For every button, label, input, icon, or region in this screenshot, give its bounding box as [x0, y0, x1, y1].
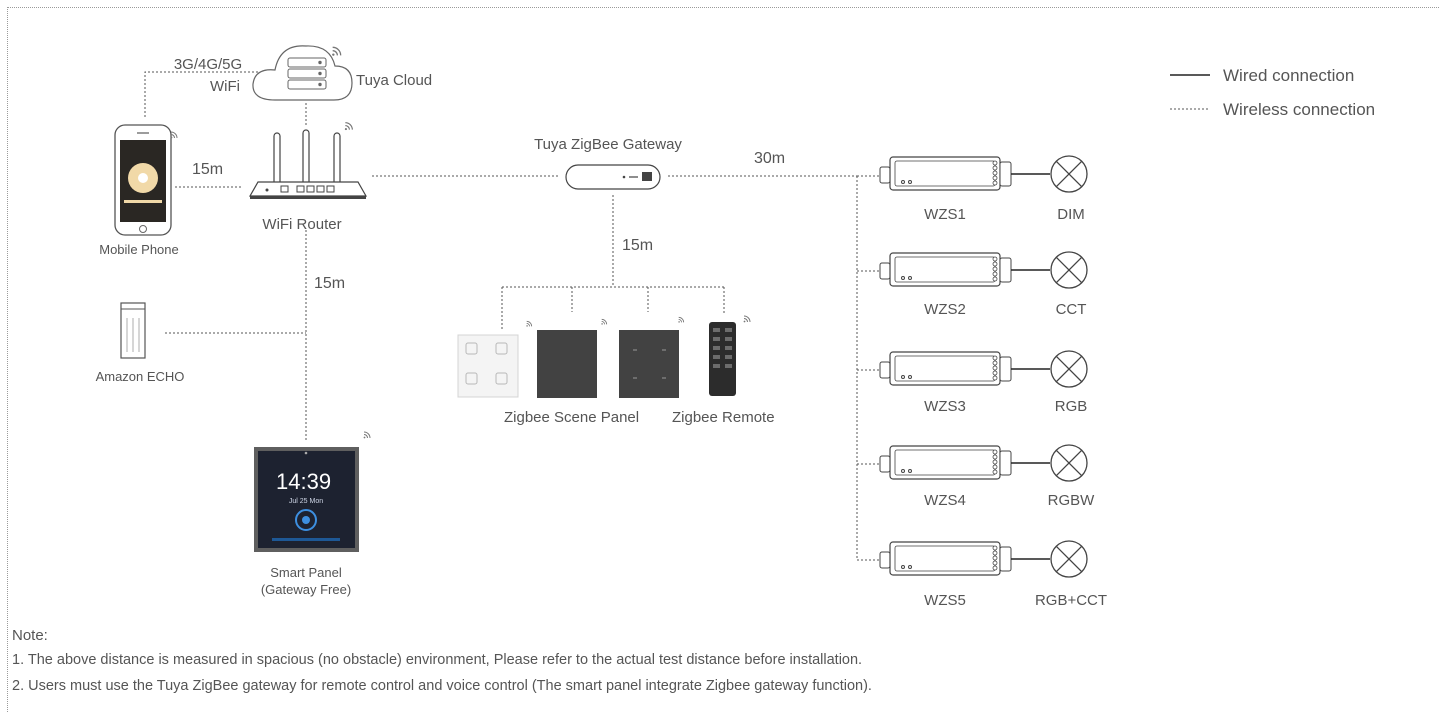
bulb-icon [1050, 444, 1088, 482]
scene-panel-dark [525, 320, 597, 398]
note-item-2: 2. Users must use the Tuya ZigBee gatewa… [12, 678, 872, 694]
link-gateway-controllers [668, 175, 880, 561]
legend-wireless-label: Wireless connection [1223, 100, 1376, 119]
phone-home-button [139, 225, 147, 233]
light-type: RGB+CCT [1034, 592, 1108, 609]
controller-wzs1 [879, 156, 1050, 191]
link-gateway-panels [501, 195, 725, 330]
distance-gateway-controllers: 30m [754, 150, 786, 167]
wifi-router [248, 122, 368, 199]
scene-panel-dark-buttons [600, 316, 685, 398]
distance-phone-router: 15m [192, 161, 224, 178]
wifi-signal-icon [525, 320, 533, 328]
amazon-echo [120, 302, 146, 359]
label-cloud: Tuya Cloud [356, 72, 433, 89]
tuya-cloud [252, 45, 353, 101]
label-amazon-echo: Amazon ECHO [95, 369, 185, 384]
controller-wzs4 [879, 445, 1050, 480]
router-antenna [333, 132, 341, 188]
light-type: DIM [1057, 206, 1085, 223]
zigbee-remote [709, 315, 751, 396]
label-wifi-router: WiFi Router [262, 216, 342, 233]
legend-wired-label: Wired connection [1223, 66, 1355, 85]
wifi-signal-icon [344, 122, 353, 131]
controller-wzs2 [879, 252, 1050, 287]
distance-gateway-panels: 15m [622, 237, 654, 254]
light-type: RGBW [1047, 492, 1095, 509]
label-gateway-free: (Gateway Free) [260, 582, 352, 597]
light-type: CCT [1055, 301, 1087, 318]
bulb-icon [1050, 155, 1088, 193]
label-remote: Zigbee Remote [672, 409, 775, 426]
bulb-icon [1050, 540, 1088, 578]
wifi-signal-icon [363, 431, 371, 439]
mobile-phone [114, 124, 178, 236]
bulb-icon [1050, 251, 1088, 289]
label-gateway: Tuya ZigBee Gateway [534, 136, 682, 153]
smart-panel [254, 431, 371, 552]
gateway-body [565, 164, 661, 190]
note-item-1: 1. The above distance is measured in spa… [12, 652, 863, 668]
voice-assistant-icon [295, 509, 317, 531]
note-title: Note: [12, 627, 48, 644]
router-antenna [273, 132, 281, 188]
smart-panel-screen [258, 451, 355, 548]
link-phone-cloud [144, 71, 265, 117]
router-ports [280, 185, 335, 193]
controller-name: WZS1 [924, 206, 966, 223]
label-scene-panel: Zigbee Scene Panel [504, 409, 640, 426]
scene-panel-white [457, 334, 519, 398]
server-stack-icon [287, 57, 327, 90]
distance-router-echo: 15m [314, 275, 346, 292]
controller-wzs3 [879, 351, 1050, 386]
light-type: RGB [1054, 398, 1088, 415]
label-cellular: 3G/4G/5G [173, 56, 243, 73]
zigbee-gateway [565, 164, 661, 190]
router-antenna [302, 129, 310, 188]
wifi-signal-icon [600, 318, 608, 326]
wifi-signal-icon [743, 315, 751, 323]
panel-date: Jul 25 Mon [288, 498, 324, 505]
label-smart-panel: Smart Panel [270, 565, 342, 580]
dimmer-knob [138, 173, 148, 183]
bulb-icon [1050, 350, 1088, 388]
wireless-links [144, 71, 880, 561]
wifi-signal-icon [677, 316, 685, 324]
gateway-port [642, 172, 652, 181]
label-wifi: WiFi [210, 78, 240, 95]
diagram-frame [7, 7, 1439, 712]
controller-name: WZS3 [924, 398, 966, 415]
controller-wzs5 [879, 541, 1050, 576]
wifi-signal-icon [331, 46, 342, 57]
controller-name: WZS4 [924, 492, 966, 509]
label-mobile-phone: Mobile Phone [99, 242, 179, 257]
controller-name: WZS2 [924, 301, 966, 318]
panel-time: 14:39 [276, 469, 332, 494]
controller-name: WZS5 [924, 592, 966, 609]
